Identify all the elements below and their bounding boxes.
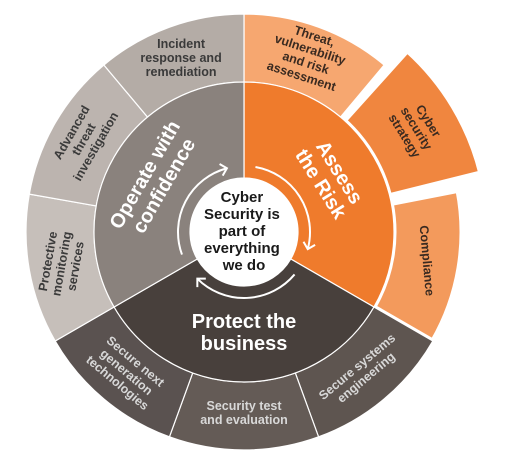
inner-ring [93,81,395,383]
center-line-5: we do [222,257,266,274]
outer-label-compliance: Compliance [416,225,436,297]
outer-label-line: response and [140,51,221,65]
inner-label-line: Protect the [192,311,296,333]
center-text: Cyber Security is part of everything we … [204,189,284,274]
center-line-4: everything [204,240,280,257]
outer-label-line: and evaluation [200,413,288,427]
center-line-2: Security is [204,206,280,223]
outer-label-line: Compliance [416,225,436,297]
cycle-arrows [177,163,316,299]
center-hub: Cyber Security is part of everything we … [177,163,316,299]
outer-label-line: Incident [157,37,206,51]
center-line-3: part of [219,223,267,240]
outer-ring [25,13,484,451]
outer-label-line: Security test [206,399,282,413]
center-circle [190,178,298,286]
inner-label-line: business [201,333,288,355]
center-line-1: Cyber [221,189,264,206]
outer-label-line: remediation [146,65,217,79]
